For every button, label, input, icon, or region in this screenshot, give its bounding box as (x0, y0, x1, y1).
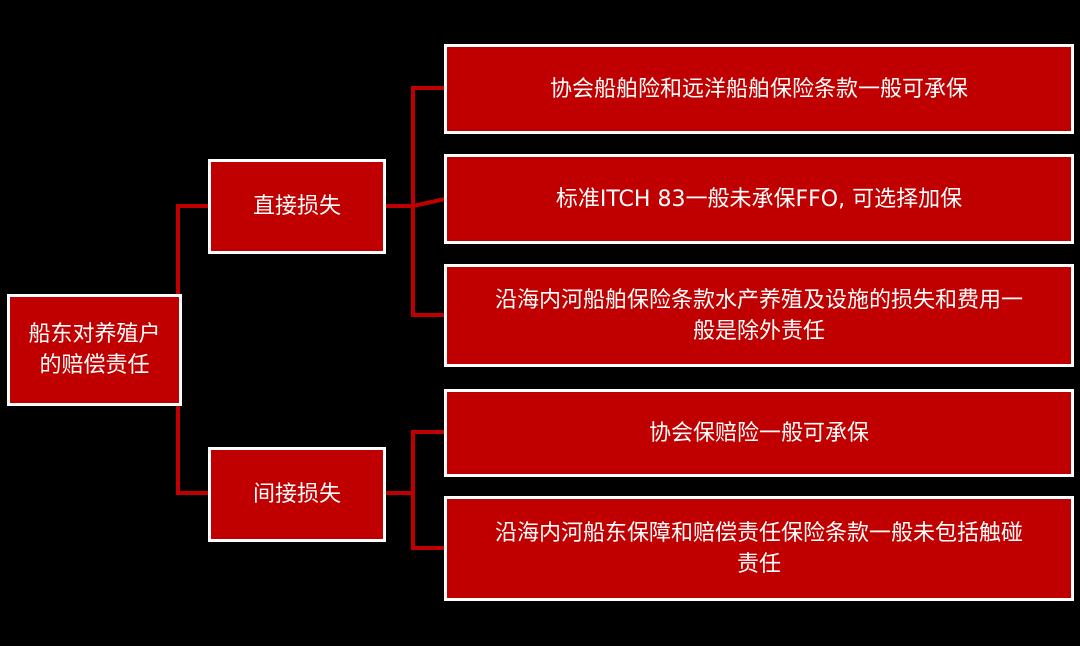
branch-indirect-loss: 间接损失 (208, 447, 386, 542)
leaf-indirect-1: 协会保赔险一般可承保 (444, 389, 1074, 477)
connector-direct-leaf-3 (411, 206, 445, 317)
leaf-direct-2: 标准ITCH 83一般未承保FFO, 可选择加保 (444, 154, 1074, 244)
connector-direct-leaves (385, 86, 445, 208)
leaf-indirect-2: 沿海内河船东保障和赔偿责任保险条款一般未包括触碰 责任 (444, 496, 1074, 601)
leaf-direct-1: 协会船舶险和远洋船舶保险条款一般可承保 (444, 44, 1074, 134)
root-node-line2: 的赔偿责任 (39, 353, 150, 378)
branch-direct-loss-label: 直接损失 (252, 194, 341, 219)
leaf-indirect-2-line2: 责任 (736, 551, 781, 577)
root-node: 船东对养殖户 的赔偿责任 (7, 294, 182, 406)
leaf-direct-1-text: 协会船舶险和远洋船舶保险条款一般可承保 (549, 76, 968, 102)
connector-indirect-leaf-2 (411, 493, 445, 550)
branch-direct-loss: 直接损失 (208, 159, 386, 254)
connector-indirect-leaves (385, 430, 445, 495)
branch-indirect-loss-label: 间接损失 (252, 482, 341, 507)
leaf-direct-2-text: 标准ITCH 83一般未承保FFO, 可选择加保 (555, 186, 963, 212)
leaf-direct-3-line2: 般是除外责任 (692, 318, 825, 344)
leaf-direct-3: 沿海内河船舶保险条款水产养殖及设施的损失和费用一 般是除外责任 (444, 264, 1074, 367)
connector-root-branch-indirect (176, 350, 210, 495)
leaf-indirect-1-text: 协会保赔险一般可承保 (648, 420, 869, 446)
root-node-line1: 船东对养殖户 (28, 322, 161, 347)
leaf-indirect-2-line1: 沿海内河船东保障和赔偿责任保险条款一般未包括触碰 (494, 520, 1023, 546)
connector-direct-leaf-2 (412, 197, 446, 208)
connector-root-branches (176, 204, 210, 352)
leaf-direct-3-line1: 沿海内河船舶保险条款水产养殖及设施的损失和费用一 (494, 287, 1023, 313)
